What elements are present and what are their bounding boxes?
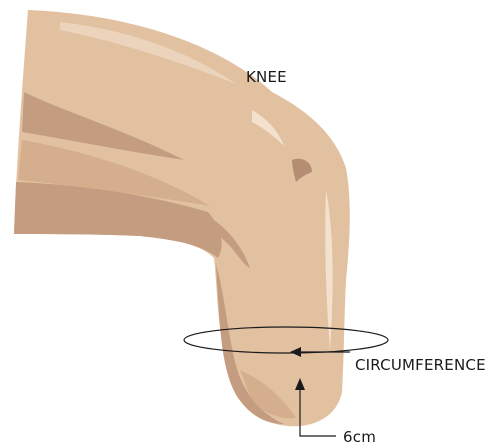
- circumference-label: CIRCUMFERENCE: [355, 356, 486, 374]
- knee-label: KNEE: [246, 68, 287, 86]
- distance-label: 6cm: [343, 428, 376, 446]
